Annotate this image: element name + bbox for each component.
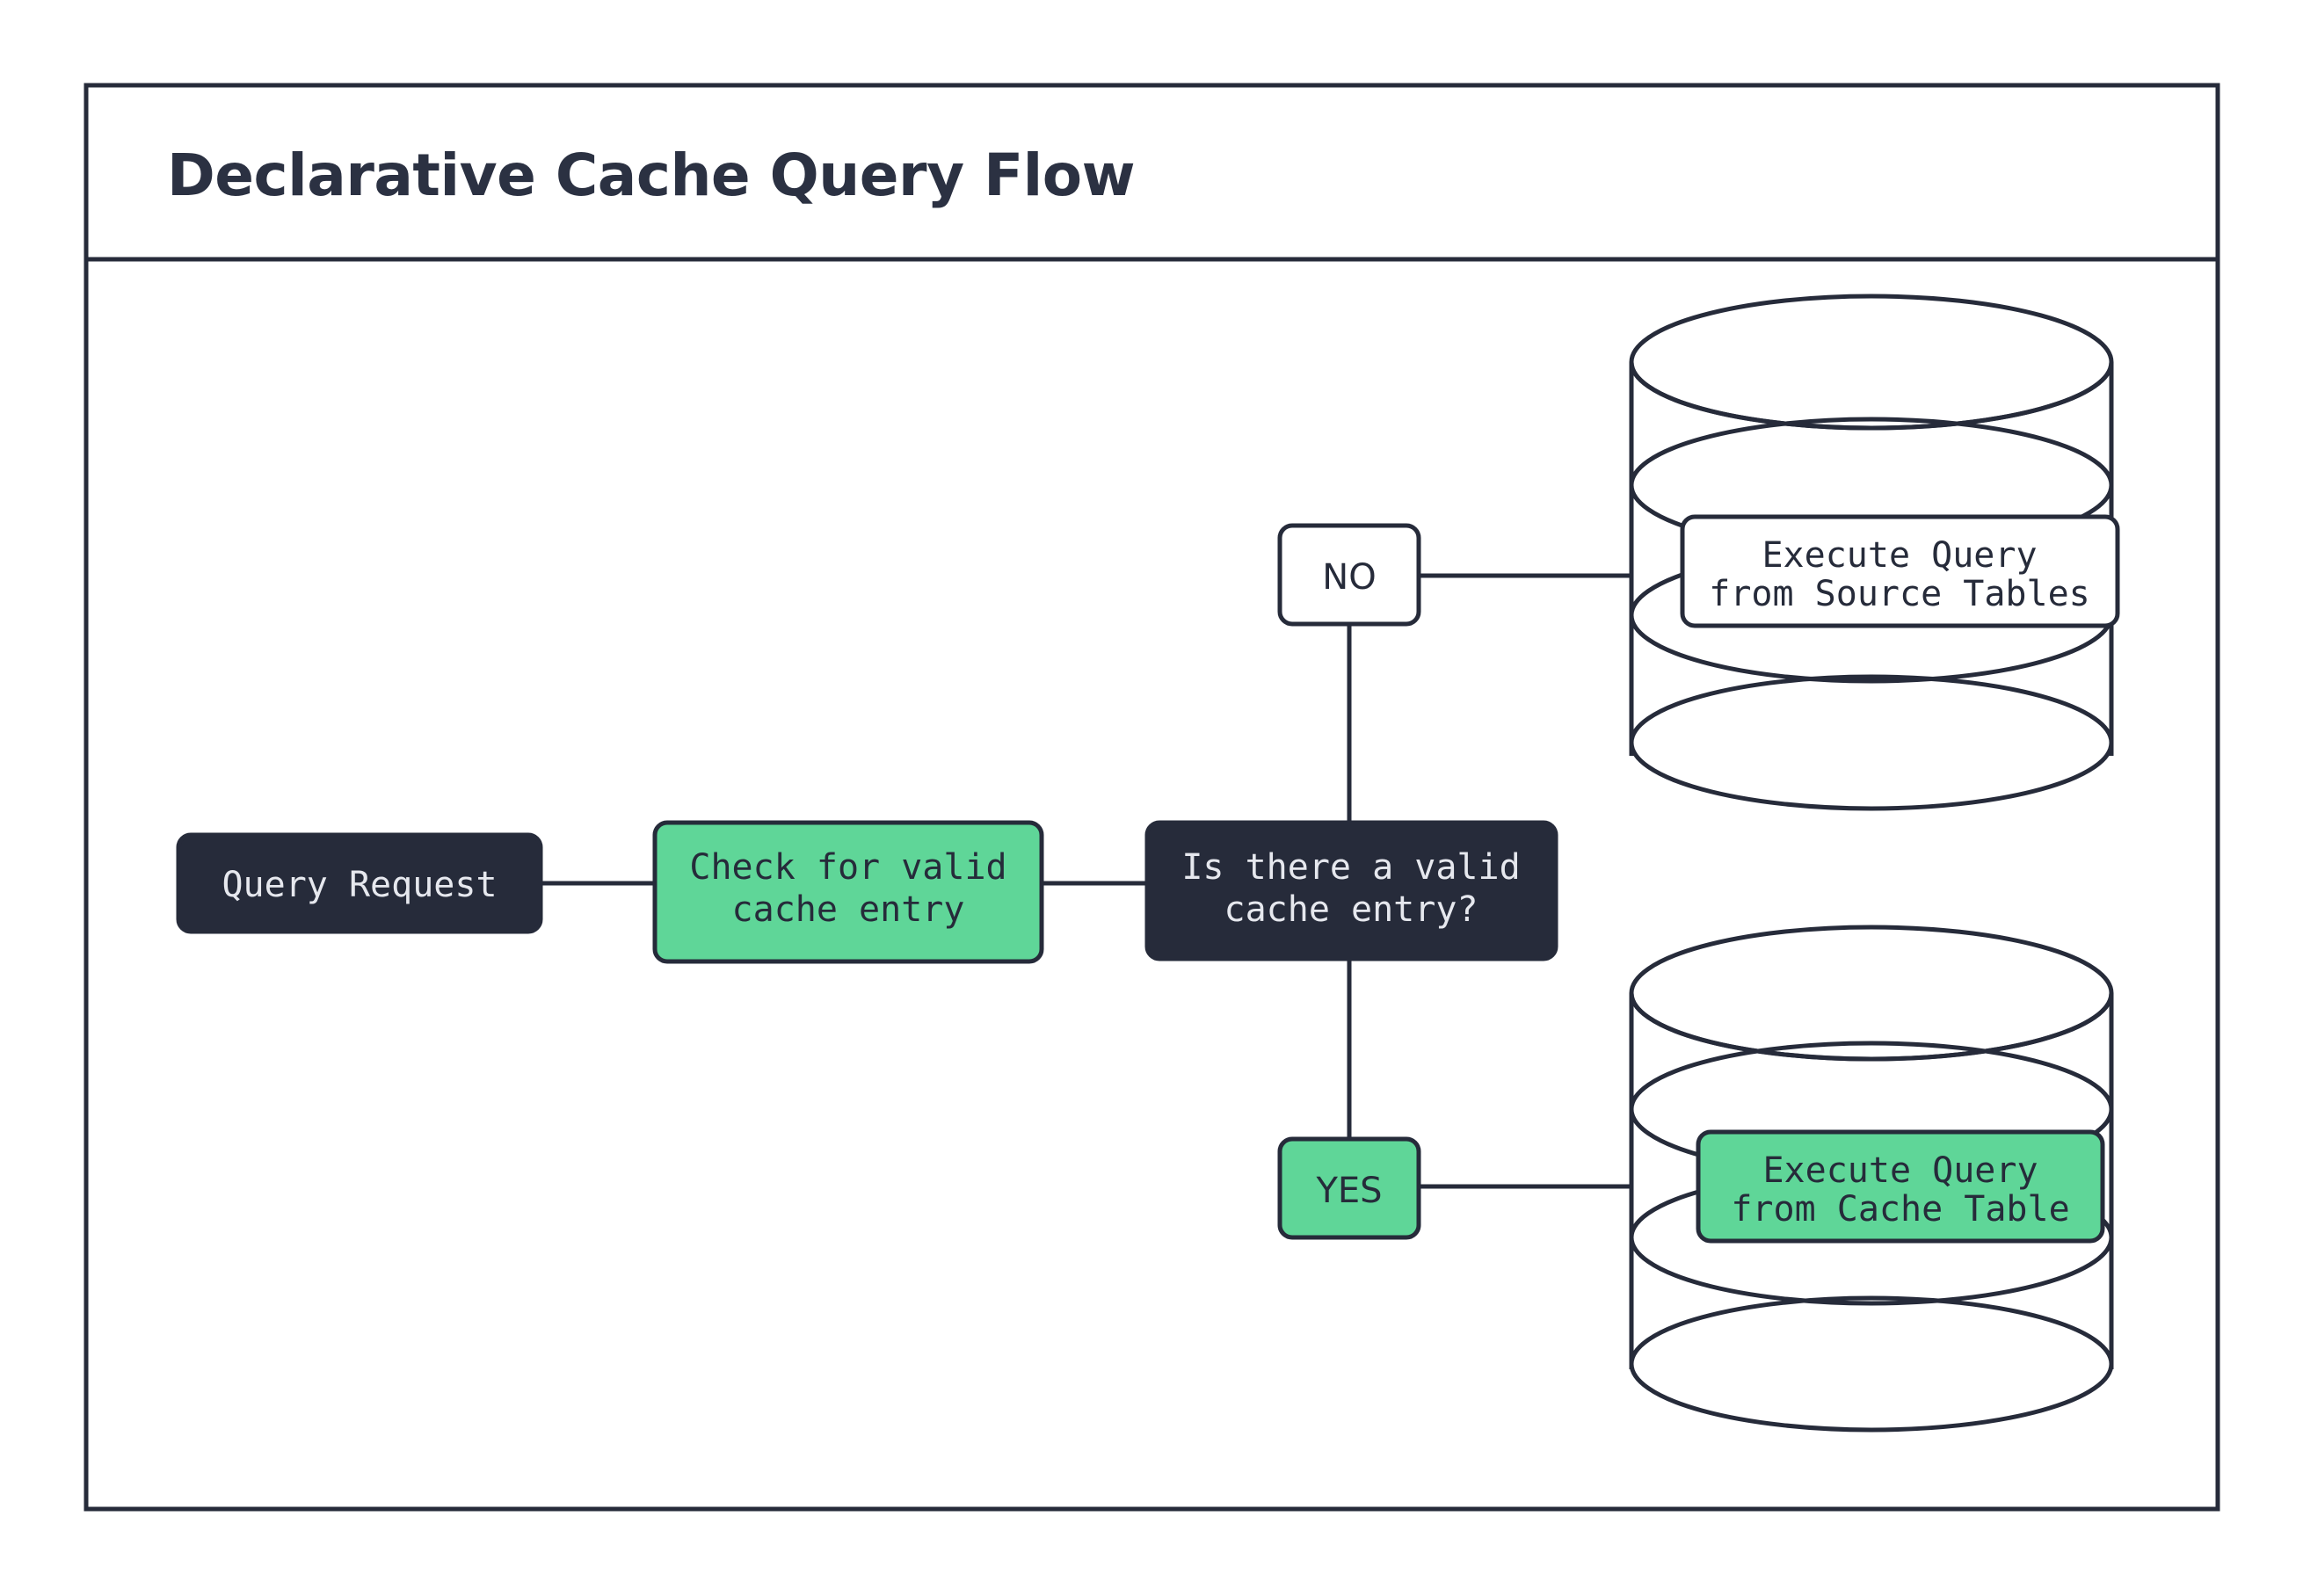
cache-db-layer-arc-1 — [1629, 992, 2114, 1062]
db-bottom-arc — [1629, 742, 2114, 811]
db-layer-arc-3 — [1629, 614, 2114, 684]
node-query-request[interactable]: Query Request — [176, 832, 543, 934]
yes-label: YES — [1315, 1171, 1382, 1211]
page-title: Declarative Cache Query Flow — [167, 141, 1135, 209]
no-label: NO — [1322, 557, 1376, 598]
source-db-label-line1: Execute Query — [1762, 535, 2037, 576]
node-check-cache[interactable]: Check for valid cache entry — [652, 820, 1044, 964]
node-decision[interactable]: Is there a valid cache entry? — [1144, 820, 1558, 961]
cache-db-layer-arc-4b — [1629, 1295, 2114, 1365]
cache-db-label-line2: from Cache Table — [1731, 1189, 2069, 1230]
query-request-label: Query Request — [222, 865, 497, 905]
db-layer-arc-4b — [1629, 674, 2114, 744]
source-db-label-line2: from Source Tables — [1709, 574, 2089, 614]
decision-label-line1: Is there a valid — [1181, 847, 1520, 888]
cache-db-label-line1: Execute Query — [1762, 1150, 2038, 1191]
branch-label-yes[interactable]: YES — [1277, 1136, 1421, 1240]
branch-label-no[interactable]: NO — [1277, 523, 1421, 627]
check-cache-label-line1: Check for valid — [689, 847, 1006, 888]
cache-db-layer-arc-2b — [1629, 1041, 2114, 1110]
cache-db-bottom-arc — [1629, 1363, 2114, 1433]
cache-db-label-box: Execute Query from Cache Table — [1696, 1129, 2105, 1244]
decision-label-line2: cache entry? — [1224, 889, 1478, 930]
db-layer-arc-2b — [1629, 417, 2114, 486]
cache-db-layer-arc-3 — [1629, 1237, 2114, 1306]
source-db-label-box: Execute Query from Source Tables — [1680, 514, 2120, 628]
db-layer-arc-1 — [1629, 361, 2114, 431]
check-cache-label-line2: cache entry — [732, 889, 965, 930]
